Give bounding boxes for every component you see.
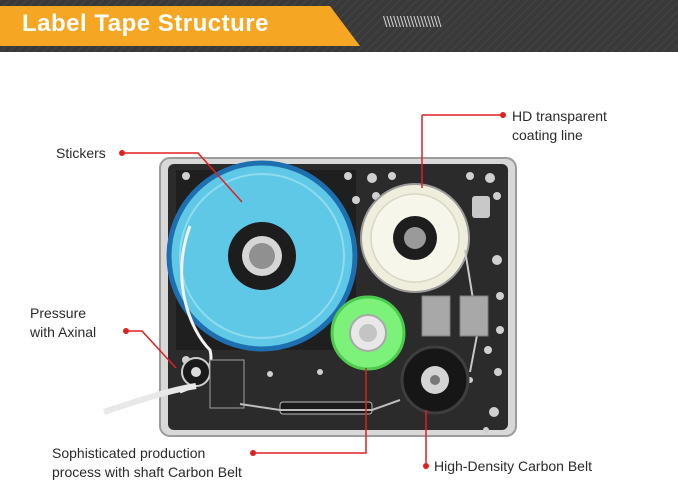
leader-production	[253, 368, 367, 454]
leader-pressure	[126, 330, 177, 369]
label-production-line1: Sophisticated production	[52, 445, 206, 461]
leader-stickers	[122, 152, 243, 203]
page-title: Label Tape Structure	[22, 10, 269, 37]
leader-lines	[122, 115, 427, 466]
frame-slot	[472, 196, 490, 218]
label-stickers: Stickers	[56, 145, 106, 161]
coating-roll-core	[404, 227, 426, 249]
label-hd-line1: HD transparent	[512, 108, 607, 124]
sticker-roll-inner-ring	[179, 173, 345, 339]
carbon-belt-center	[430, 375, 440, 385]
guide-block-right	[459, 295, 489, 337]
banner-stripes: \\\\\\\\\\\\\\\\\	[383, 15, 441, 30]
label-pressure-line2: with Axinal	[30, 324, 97, 340]
header-banner: Label Tape Structure \\\\\\\\\\\\\\\\\	[0, 0, 678, 52]
label-carbon-belt: High-Density Carbon Belt	[434, 458, 592, 474]
pressure-arm	[209, 359, 245, 409]
pressure-roller-axle	[191, 367, 201, 377]
leader-dots	[119, 112, 506, 469]
label-production-line2: process with shaft Carbon Belt	[52, 464, 242, 480]
label-pressure: Pressure with Axinal	[30, 304, 96, 342]
label-production: Sophisticated production process with sh…	[52, 444, 242, 482]
label-hd-line2: coating line	[512, 127, 583, 143]
guide-block-left	[421, 295, 451, 337]
label-pressure-line1: Pressure	[30, 305, 87, 321]
label-hd-coating: HD transparent coating line	[512, 107, 607, 145]
green-spool-center	[359, 324, 377, 342]
belt-path	[239, 399, 401, 411]
sticker-roll-core-center	[249, 243, 275, 269]
banner-accent	[0, 6, 360, 46]
tape-exit	[103, 383, 197, 415]
lower-mechanism	[279, 401, 373, 415]
